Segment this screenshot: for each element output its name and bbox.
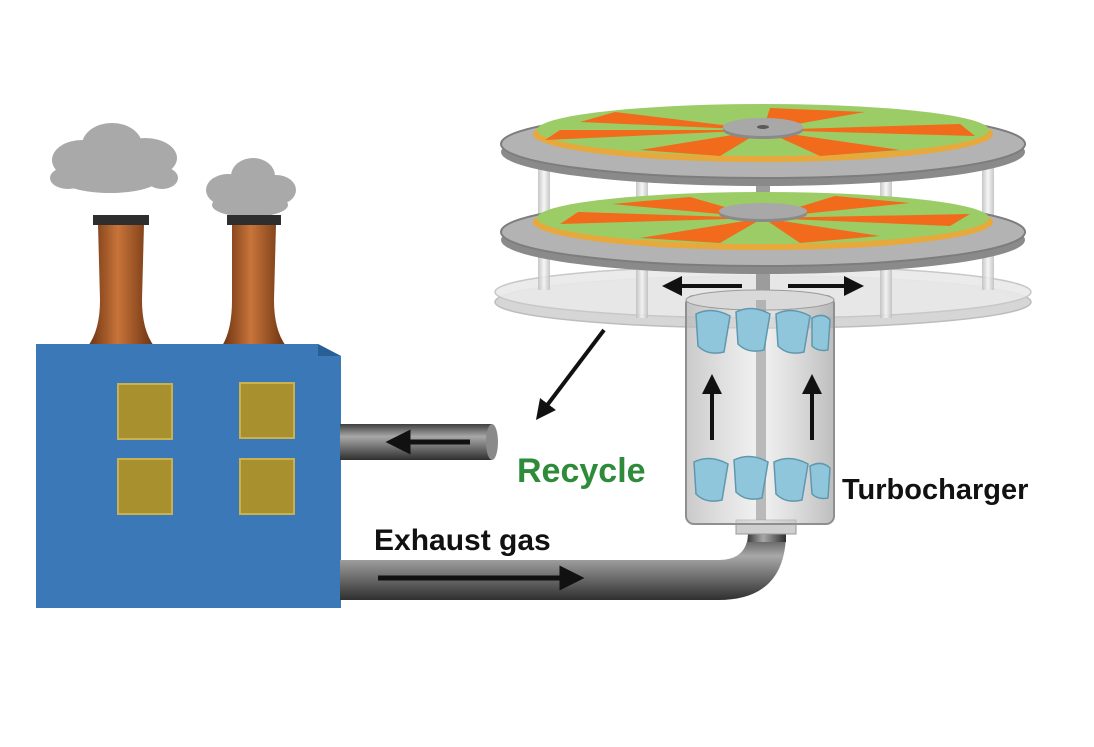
factory-window [117,383,173,440]
smoke-cloud-icon [50,123,178,193]
turbocharger [685,289,835,525]
upper-rotor-disk [500,104,1026,186]
exhaust-pipe [340,519,797,600]
exhaust-gas-label: Exhaust gas [374,524,551,557]
recycle-pipe [340,424,498,460]
factory-window [117,458,173,515]
arrow-icon [535,328,606,420]
factory-building [36,344,341,608]
turbine-blades-lower [693,455,831,502]
factory-window [239,382,295,439]
chimney-right [222,215,286,346]
recycle-label: Recycle [517,452,646,490]
turbocharger-label: Turbocharger [842,474,1029,506]
factory [36,123,341,608]
turbine-blades-upper [695,307,831,354]
lower-rotor-disk [500,192,1026,274]
smoke-cloud-icon [206,158,296,217]
chimney-left [88,215,154,346]
factory-window [239,458,295,515]
